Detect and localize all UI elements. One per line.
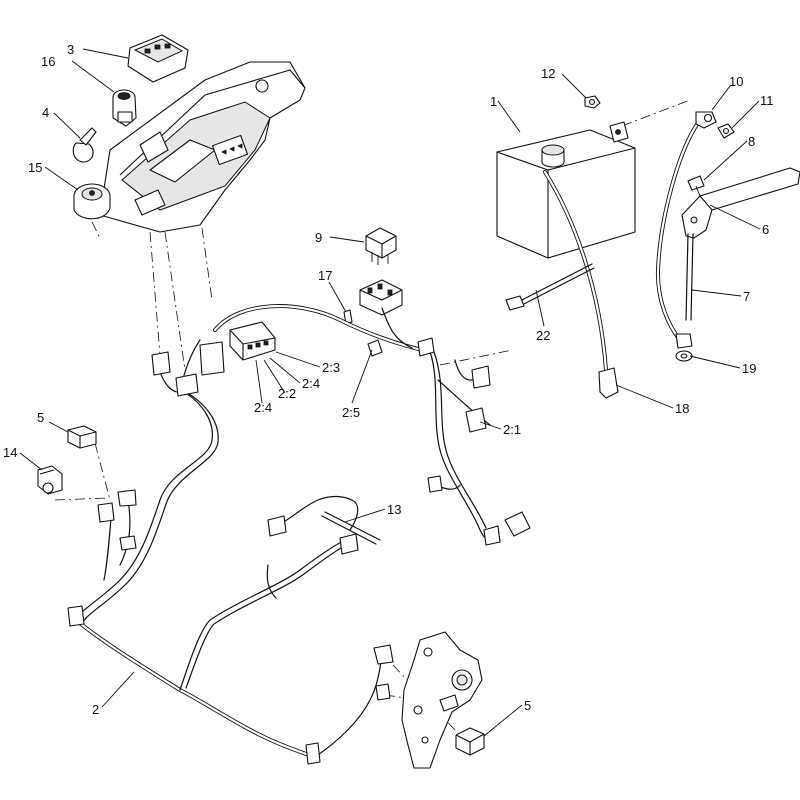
part-15-ignition-switch [73,183,111,220]
part-12-nut [584,95,601,109]
hold-down-rod [685,233,694,321]
pedal-bracket [401,631,483,769]
callout-3: 3 [67,42,74,57]
part-1-battery [496,121,636,259]
callout-19: 19 [742,361,756,376]
part-16-key-switch [112,89,137,127]
callout-16: 16 [41,54,55,69]
callout-8: 8 [748,134,755,149]
part-17-terminal [343,309,353,325]
callout-7: 7 [743,289,750,304]
callout-15: 15 [28,160,42,175]
callout-2-4-left: 2:4 [254,400,272,415]
callout-14: 14 [3,445,17,460]
part-5-safety-switch-lower [455,727,485,756]
callout-22: 22 [536,328,550,343]
callout-5-upper: 5 [37,410,44,425]
callout-labels: 3 16 4 15 1 12 10 11 8 6 7 19 18 22 9 17… [3,42,774,717]
callout-9: 9 [315,230,322,245]
part-13-cable-tie [321,511,381,545]
part-18-battery-cable [543,170,619,399]
callout-13: 13 [387,502,401,517]
callout-2-1: 2:1 [503,422,521,437]
part-22-cable-tie [505,263,595,311]
leader-lines [19,48,761,737]
part-11-bolt [717,123,735,139]
part-6-battery-hold-down [681,167,800,239]
part-9-relay [365,227,397,265]
part-4-ignition-key [72,127,97,163]
callout-1: 1 [490,94,497,109]
callout-5-lower: 5 [524,698,531,713]
part-3-display-module [127,34,189,83]
part-5-safety-switch-upper [67,425,97,449]
callout-17: 17 [318,268,332,283]
part-2-wire-harness [67,304,531,765]
callout-4: 4 [42,105,49,120]
callout-10: 10 [729,74,743,89]
relay-socket [359,279,403,316]
control-panel [99,61,306,233]
callout-2-3: 2:3 [322,360,340,375]
callout-11: 11 [760,93,774,108]
callout-2: 2 [92,702,99,717]
part-7-ground-cable [655,111,717,349]
part-8-screw [687,175,705,197]
callout-6: 6 [762,222,769,237]
callout-2-5: 2:5 [342,405,360,420]
callout-2-2: 2:2 [278,386,296,401]
callout-12: 12 [541,66,555,81]
callout-18: 18 [675,401,689,416]
callout-2-4-right: 2:4 [302,376,320,391]
part-19-washer [675,350,693,362]
part-14-switch [37,465,63,495]
